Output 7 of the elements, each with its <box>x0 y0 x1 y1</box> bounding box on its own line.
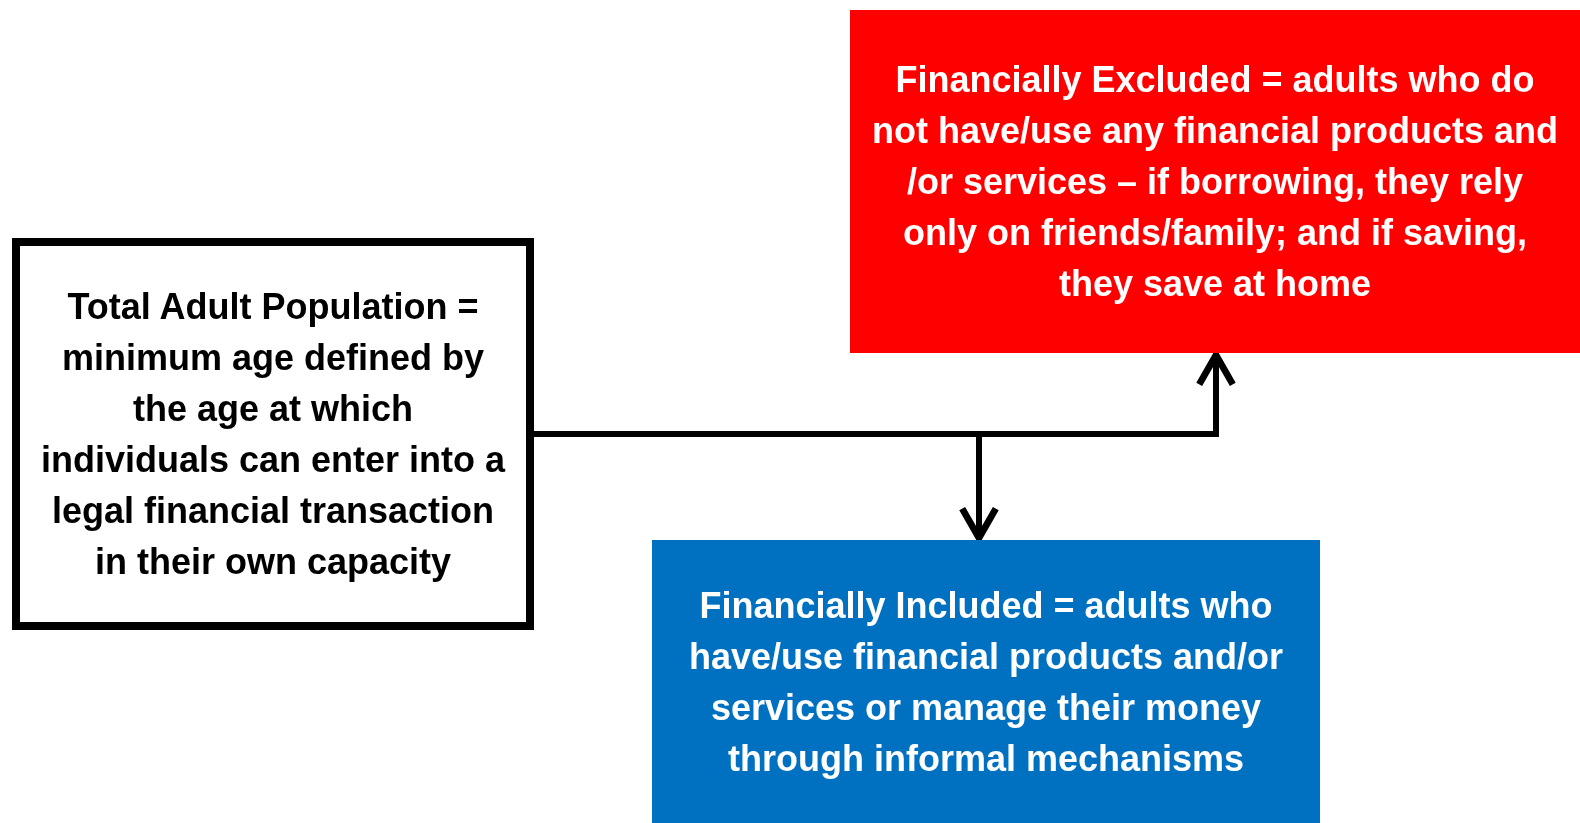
box-text: Financially Included = adults who have/use financial products and/or services or manage their money through informal mechanisms <box>687 583 1285 781</box>
included-box <box>652 540 1320 823</box>
excluded-box <box>850 10 1580 353</box>
box-text: Financially Excluded = adults who do not have/use any financial products and /or services – if borrowing, they rely only on friends/family; and if saving, they save at home <box>870 58 1560 306</box>
process-box <box>12 238 534 630</box>
connector-arrow <box>534 431 1000 542</box>
box-text: Total Adult Population = minimum age defined by the age at which individuals can enter into a legal financial transaction in their own capacity <box>39 285 507 584</box>
